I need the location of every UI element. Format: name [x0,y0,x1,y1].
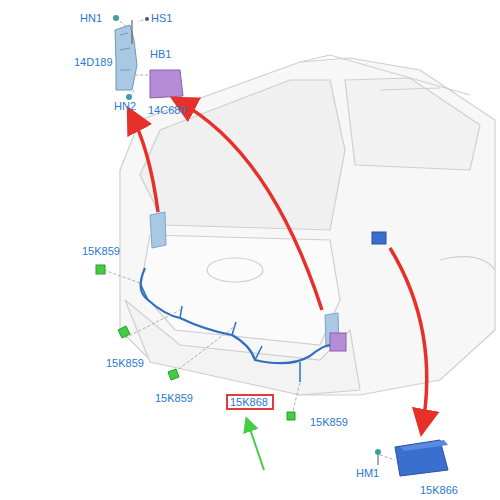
callout-number: HS1 [151,12,172,24]
part-number: 15K868 [230,396,270,408]
callout-number: 14D189 [74,56,113,68]
callout-number: HN2 [114,100,136,112]
callout-number: HN1 [80,12,102,24]
callout-number: HM1 [356,467,379,479]
callout-number: 15K859 [82,245,120,257]
callout-number: 15K866 [420,484,458,496]
callout-number: HB1 [150,48,171,60]
callout-number: 15K859 [310,416,348,428]
callout-number: 15K859 [155,392,193,404]
callout-number: 15K859 [106,357,144,369]
callout-number: 14C689 [148,104,187,116]
highlight-box: 15K868 [226,394,274,410]
